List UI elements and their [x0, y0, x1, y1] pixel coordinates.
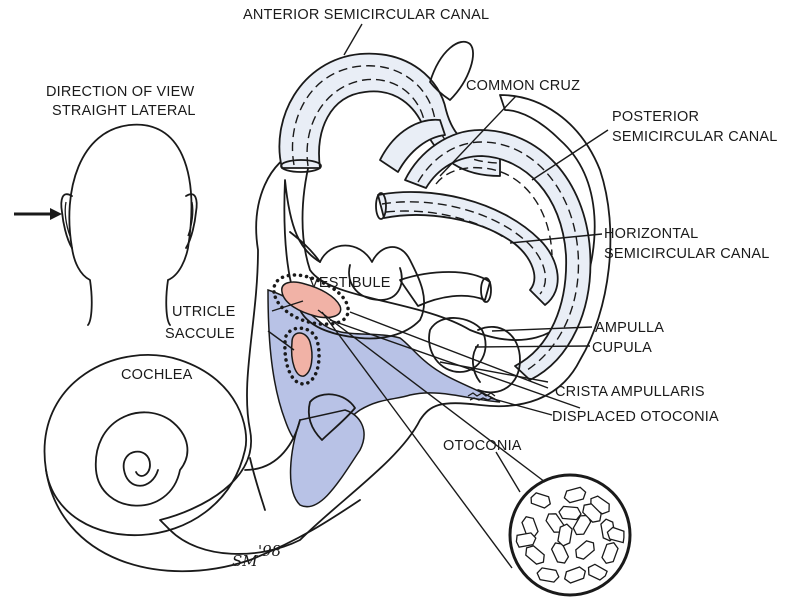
otoconia-crystal — [525, 545, 545, 565]
otoconia-crystal — [606, 526, 625, 544]
otoconia-crystal — [536, 567, 560, 583]
otoconia-crystal — [587, 563, 608, 581]
label-common-cruz: COMMON CRUZ — [466, 78, 580, 94]
label-ampulla: AMPULLA — [595, 320, 664, 336]
otoconia-crystal — [557, 523, 573, 547]
view-title-line1: DIRECTION OF VIEW — [46, 84, 195, 100]
otoconia-crystal — [582, 503, 602, 523]
label-displaced-otoconia: DISPLACED OTOCONIA — [552, 409, 719, 425]
endolymph-duct — [289, 409, 365, 508]
horizontal-semicircular-canal — [375, 191, 559, 306]
artist-signature-year: '98 — [258, 542, 281, 560]
label-posterior-canal-line2: SEMICIRCULAR CANAL — [612, 129, 778, 145]
otoconia-crystal — [575, 540, 595, 560]
otoconia-crystal — [530, 492, 552, 509]
otoconia-crystal — [563, 566, 587, 584]
label-horizontal-canal-line1: HORIZONTAL — [604, 226, 698, 242]
bony-labyrinth-outline — [159, 94, 612, 555]
displaced-otoconia-cluster — [467, 392, 496, 401]
endolymph-region — [267, 288, 501, 449]
ampulla — [428, 317, 521, 394]
otoconia-magnified-view — [508, 473, 632, 597]
artist-signature-initials: SM — [232, 552, 258, 570]
cochlea — [43, 354, 361, 573]
otoconia-crystal — [558, 505, 582, 521]
posterior-semicircular-canal — [379, 118, 592, 381]
saccule-macula — [283, 326, 321, 386]
leader-lines — [267, 23, 609, 569]
utricle-macula — [272, 273, 350, 326]
label-anterior-semicircular-canal: ANTERIOR SEMICIRCULAR CANAL — [243, 7, 489, 23]
label-utricle: UTRICLE — [172, 304, 236, 320]
head-outline-icon — [60, 123, 198, 326]
label-horizontal-canal-line2: SEMICIRCULAR CANAL — [604, 246, 770, 262]
label-otoconia: OTOCONIA — [443, 438, 522, 454]
label-cochlea: COCHLEA — [121, 367, 193, 383]
label-saccule: SACCULE — [165, 326, 235, 342]
label-posterior-canal-line1: POSTERIOR — [612, 109, 699, 125]
view-direction-arrow-icon — [14, 208, 62, 220]
label-vestibule: VESTIBULE — [309, 275, 391, 291]
anterior-ampulla-loop — [429, 40, 474, 101]
label-cupula: CUPULA — [592, 340, 652, 356]
otoconia-crystal — [515, 532, 537, 548]
otoconia-crystal — [601, 541, 619, 565]
view-title-line2: STRAIGHT LATERAL — [52, 103, 196, 119]
label-crista-ampullaris: CRISTA AMPULLARIS — [555, 384, 705, 400]
otoconia-crystal — [563, 486, 587, 504]
